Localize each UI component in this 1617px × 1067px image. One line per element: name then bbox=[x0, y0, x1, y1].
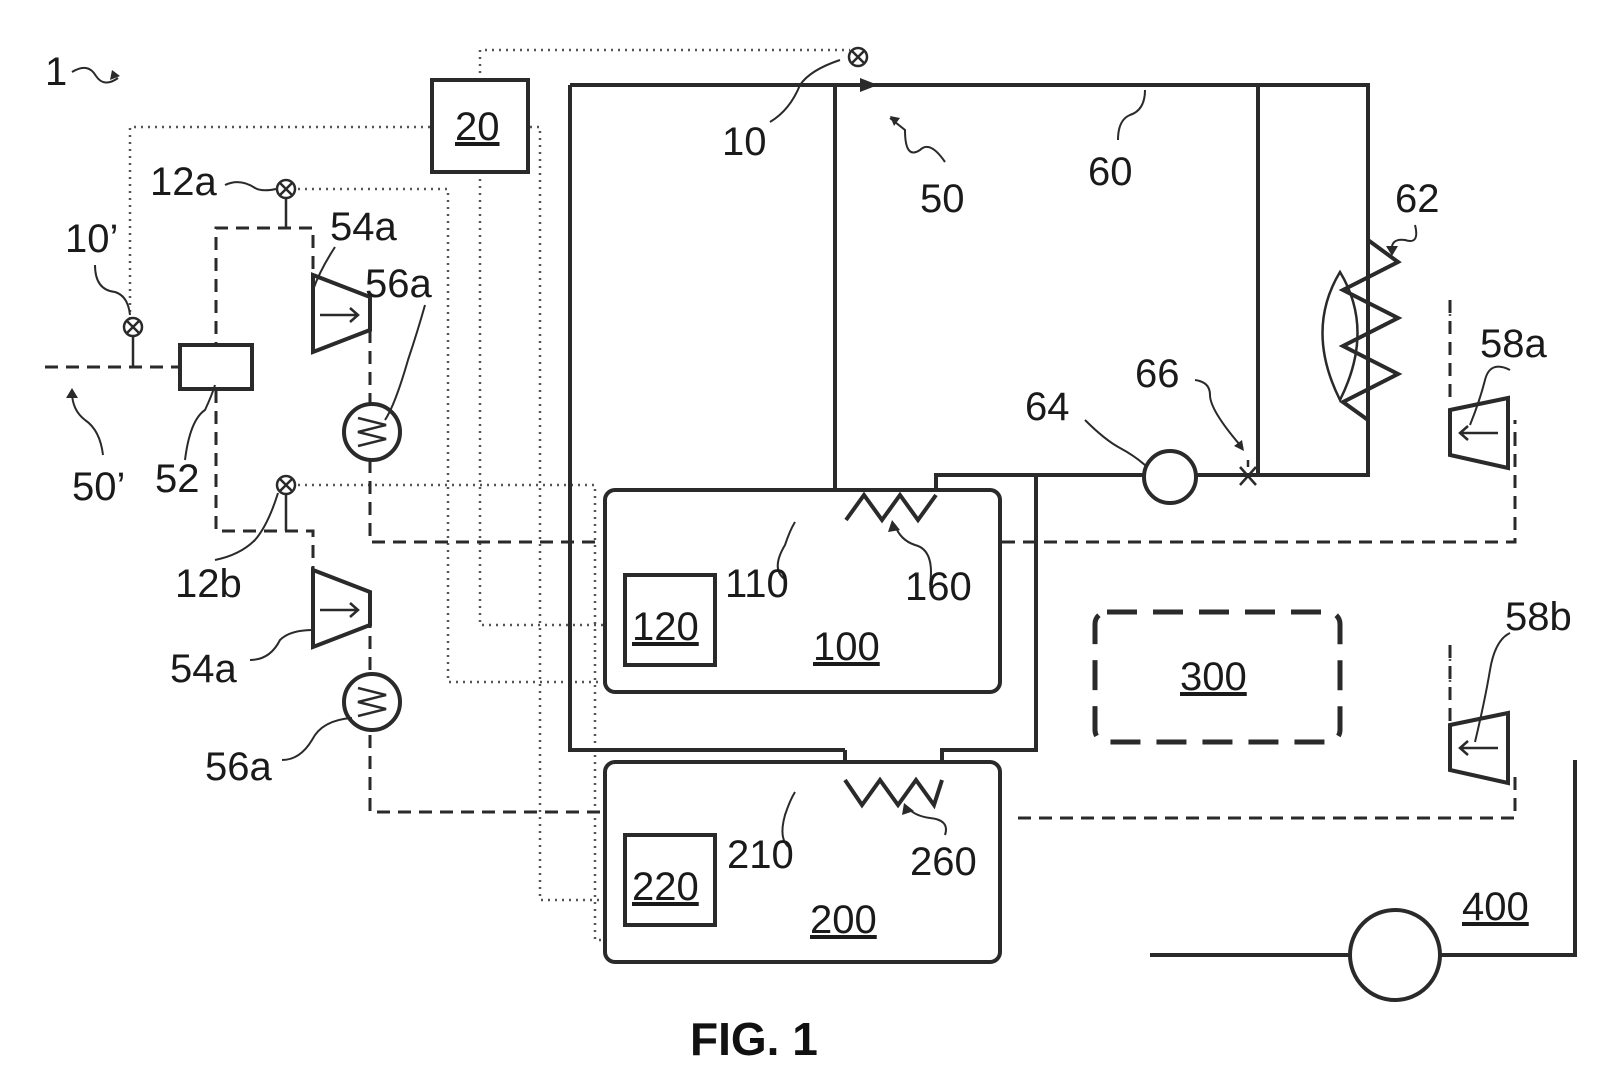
network-400 bbox=[1150, 760, 1575, 1000]
label-circuit: 50 bbox=[920, 177, 965, 221]
label-splitter: 52 bbox=[155, 457, 200, 501]
label-circuit-alt: 50’ bbox=[72, 465, 125, 509]
label-system: 1 bbox=[45, 50, 67, 94]
sensor-icon bbox=[849, 48, 867, 66]
label-tank2-coil: 260 bbox=[910, 840, 977, 884]
label-hx-a: 56a bbox=[365, 262, 432, 306]
box-label-tank1: 100 bbox=[813, 625, 880, 669]
sensor-icon bbox=[124, 318, 142, 336]
box-label-network: 400 bbox=[1462, 885, 1529, 929]
label-turbine-b: 54a bbox=[170, 647, 237, 691]
box-label-tank3: 300 bbox=[1180, 655, 1247, 699]
label-tank1-sensor: 110 bbox=[725, 562, 789, 606]
box-label-sub1: 120 bbox=[632, 605, 699, 649]
label-turbine-58b: 58b bbox=[1505, 595, 1572, 639]
label-sensor-main: 10 bbox=[722, 120, 767, 164]
label-radiator: 62 bbox=[1395, 177, 1440, 221]
splitter-box bbox=[180, 345, 252, 389]
label-hx-b: 56a bbox=[205, 745, 272, 789]
turbine-icon bbox=[313, 275, 370, 352]
fan-icon bbox=[1323, 272, 1358, 400]
sensor-icon bbox=[277, 180, 295, 198]
figure-caption: FIG. 1 bbox=[690, 1013, 818, 1065]
leader-lines bbox=[66, 60, 1510, 848]
box-label-tank2: 200 bbox=[810, 898, 877, 942]
box-label-sub2: 220 bbox=[632, 865, 699, 909]
turbine-icon bbox=[313, 570, 370, 647]
valve-icon bbox=[1240, 460, 1256, 485]
label-turbine-58a: 58a bbox=[1480, 322, 1547, 366]
label-turbine-a: 54a bbox=[330, 205, 397, 249]
label-line: 60 bbox=[1088, 150, 1133, 194]
heat-exchanger-icon bbox=[344, 404, 400, 460]
label-valve: 66 bbox=[1135, 352, 1180, 396]
pump-icon bbox=[1144, 451, 1196, 503]
label-tank2-sensor: 210 bbox=[727, 833, 794, 877]
heat-exchanger-icon bbox=[344, 674, 400, 730]
radiator-62 bbox=[1323, 240, 1399, 420]
label-sensor-a: 12a bbox=[150, 160, 217, 204]
label-tank1-coil: 160 bbox=[905, 565, 972, 609]
label-pump: 64 bbox=[1025, 385, 1070, 429]
label-sensor-alt: 10’ bbox=[65, 217, 118, 261]
sensor-icon bbox=[277, 476, 295, 494]
box-label-controller: 20 bbox=[455, 105, 500, 149]
label-sensor-b: 12b bbox=[175, 562, 242, 606]
